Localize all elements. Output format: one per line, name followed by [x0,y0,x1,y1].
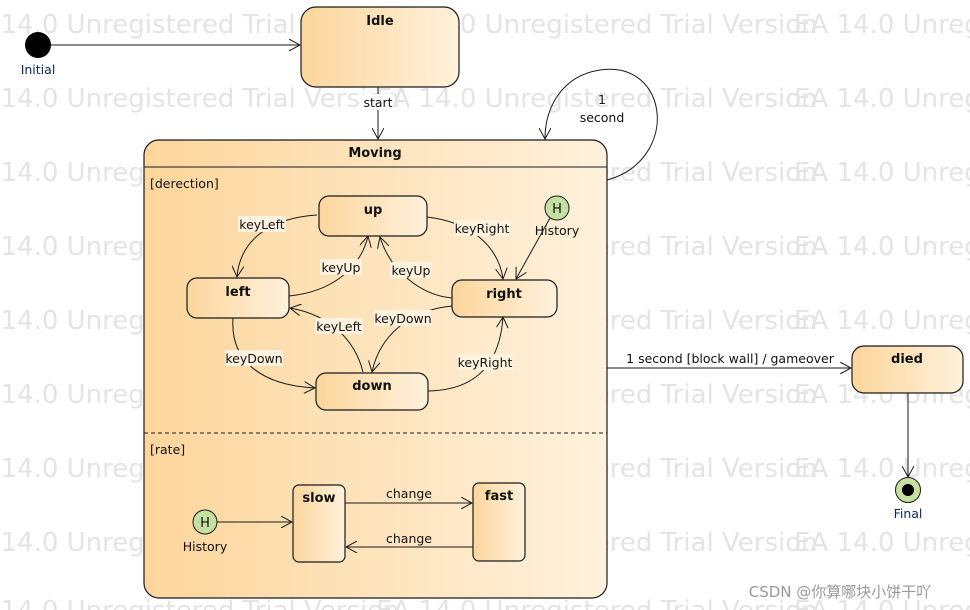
watermark-text: EA 14.0 Unregistered Trial Version [794,454,970,484]
label-moving-died: 1 second [block wall] / gameover [626,351,835,366]
label-up-left: keyLeft [239,217,284,232]
transition-history-right[interactable] [516,217,551,279]
history-icon[interactable] [544,195,570,221]
state-slow[interactable] [292,484,346,563]
watermark-text: EA 14.0 Unregistered Trial Version [0,84,400,114]
final-label: Final [894,506,923,521]
self-loop-label-2: second [580,110,625,125]
transition-left-up[interactable] [288,236,368,297]
initial-label: Initial [21,62,56,77]
state-right[interactable] [451,279,558,318]
watermark-text: EA 14.0 Unregistered Trial Version [794,84,970,114]
watermark-text: EA 14.0 Unregistered Trial Version [794,528,970,558]
label-right-down: keyDown [374,311,431,326]
state-idle[interactable] [300,6,460,88]
watermark-text: EA 14.0 Unregistered Trial Version [794,232,970,262]
watermark-text: EA 14.0 Unregistered Trial Version [794,10,970,40]
label-down-left: keyLeft [316,319,361,334]
state-left-label: left [225,285,250,300]
transition-right-up[interactable] [380,237,453,299]
state-right-label: right [486,287,522,302]
transition-right-down[interactable] [372,305,453,372]
label-slow-fast: change [386,486,432,501]
state-fast-label: fast [485,489,513,504]
transition-start-label: start [363,95,392,110]
state-slow-label: slow [302,491,335,506]
watermark-text: EA 14.0 Unregistered Trial Version [794,158,970,188]
state-up[interactable] [318,195,428,237]
label-left-down: keyDown [225,351,282,366]
history-direction-label: History [535,223,580,238]
region-direction-label: [derection] [150,176,219,191]
state-idle-label: Idle [366,14,394,29]
watermark-text: EA 14.0 Unregistered Trial Version [794,306,970,336]
transition-up-left[interactable] [237,214,318,277]
state-down-label: down [352,379,392,394]
label-up-right: keyRight [455,221,510,236]
credit-text: CSDN @你算哪块小饼干吖 [749,583,932,601]
watermark-text: EA 14.0 Unregistered Trial Version [376,84,818,114]
region-rate-label: [rate] [150,442,185,457]
label-fast-slow: change [386,531,432,546]
history-rate-label: History [183,539,228,554]
label-left-up: keyUp [322,260,361,275]
transition-up-right[interactable] [426,216,503,279]
state-left[interactable] [186,277,290,319]
transition-left-down[interactable] [232,317,315,388]
watermark-text: EA 14.0 Unregistered Trial Version [376,596,818,610]
state-fast[interactable] [472,482,526,562]
state-down[interactable] [315,372,429,411]
initial-node[interactable] [25,32,51,58]
state-moving-label: Moving [348,146,401,161]
transition-self-loop[interactable] [545,68,658,181]
watermark-text: EA 14.0 Unregistered Trial Version [794,596,970,610]
final-node-dot [902,484,914,496]
history-glyph: H [552,202,562,217]
label-right-up: keyUp [392,263,431,278]
self-loop-label-1: 1 [598,92,606,107]
state-up-label: up [364,203,383,218]
watermark-text: EA 14.0 Unregistered Trial Version [0,596,400,610]
state-died-label: died [891,352,923,367]
history-glyph: H [200,516,210,531]
label-down-right: keyRight [458,355,513,370]
